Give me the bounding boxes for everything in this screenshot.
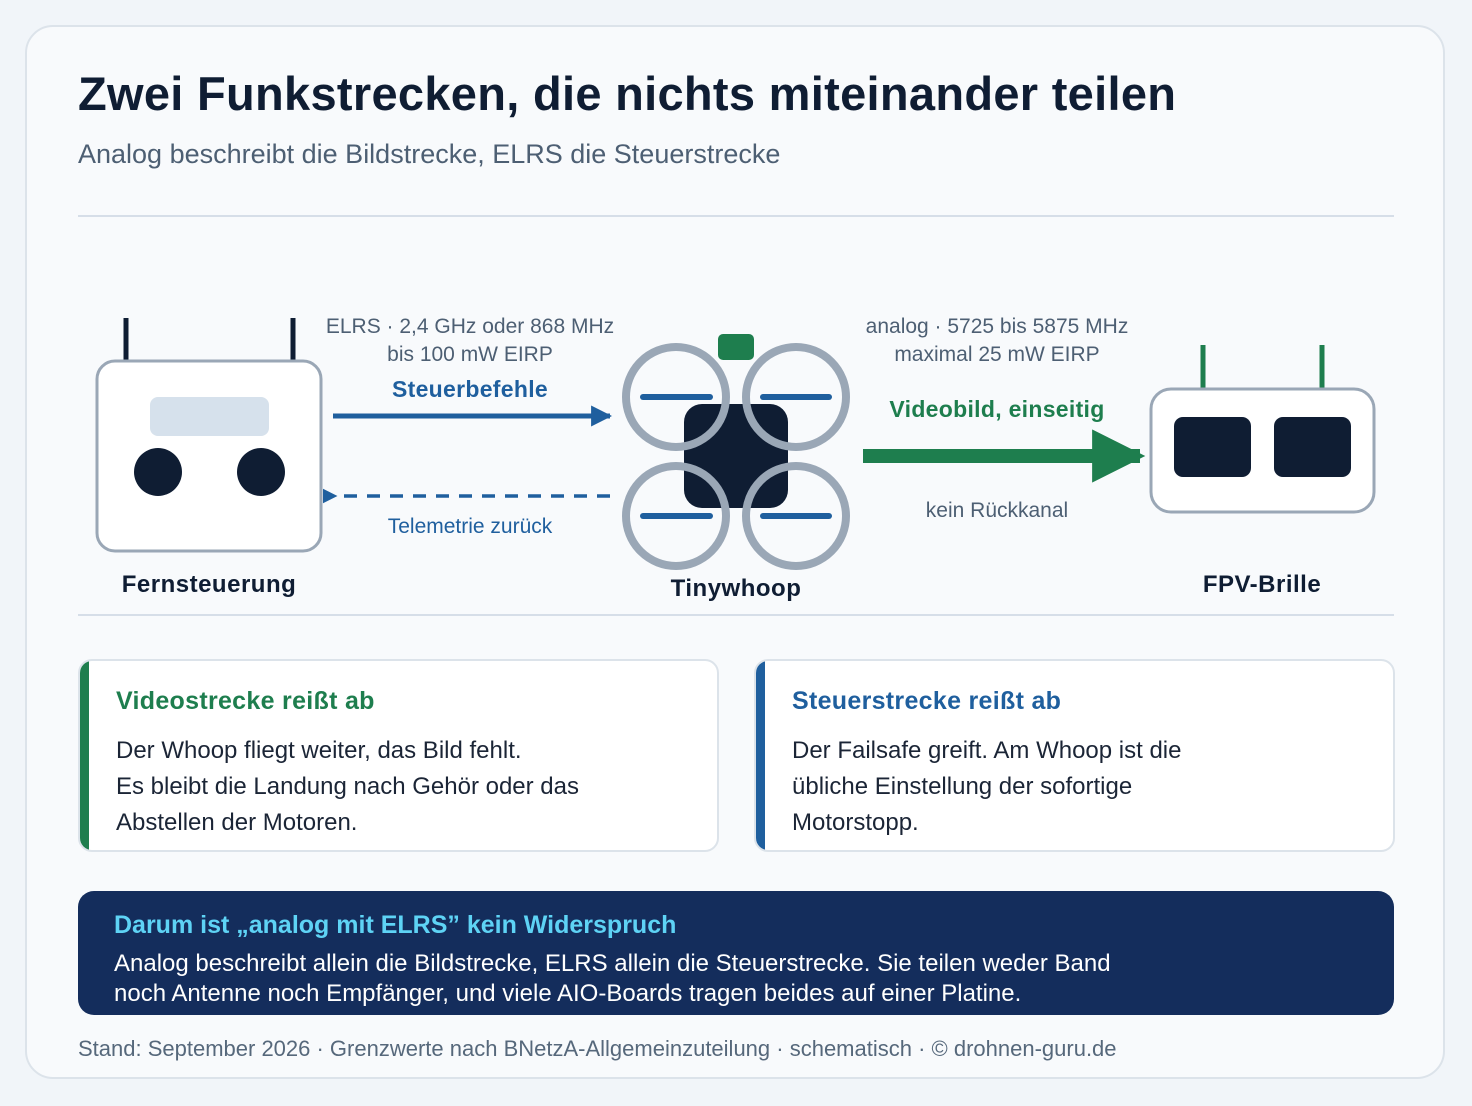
video-link-note: kein Rückkanal bbox=[926, 499, 1068, 522]
summary-line: Analog beschreibt allein die Bildstrecke… bbox=[114, 950, 1111, 977]
page-title: Zwei Funkstrecken, die nichts miteinande… bbox=[78, 67, 1177, 120]
divider-middle bbox=[78, 614, 1394, 616]
video-failure-line: Es bleibt die Landung nach Gehör oder da… bbox=[116, 773, 579, 800]
goggles-icon bbox=[1149, 345, 1376, 514]
video-failure-box: Videostrecke reißt ab Der Whoop fliegt w… bbox=[78, 659, 719, 852]
control-failure-line: Motorstopp. bbox=[792, 809, 919, 836]
control-accent-bar bbox=[756, 661, 765, 850]
goggles-label: FPV-Brille bbox=[1203, 571, 1321, 598]
video-accent-bar bbox=[80, 661, 89, 850]
telemetry-label: Telemetrie zurück bbox=[388, 515, 553, 538]
control-link-spec-2: bis 100 mW EIRP bbox=[387, 343, 553, 366]
control-failure-text: Der Failsafe greift. Am Whoop ist die üb… bbox=[792, 733, 1181, 841]
radio-links-diagram: Fernsteuerung ELRS · 2,4 GHz oder 868 MH… bbox=[95, 315, 1376, 602]
control-failure-line: übliche Einstellung der sofortige bbox=[792, 773, 1133, 800]
summary-line: noch Antenne noch Empfänger, und viele A… bbox=[114, 980, 1022, 1007]
summary-panel: Darum ist „analog mit ELRS” kein Widersp… bbox=[78, 891, 1394, 1015]
control-failure-box: Steuerstrecke reißt ab Der Failsafe grei… bbox=[754, 659, 1395, 852]
remote-controller-icon bbox=[95, 318, 323, 553]
summary-title: Darum ist „analog mit ELRS” kein Widersp… bbox=[114, 911, 677, 939]
drone-icon bbox=[622, 334, 850, 570]
video-link-spec-2: maximal 25 mW EIRP bbox=[894, 343, 1099, 366]
divider-top bbox=[78, 215, 1394, 217]
video-failure-line: Der Whoop fliegt weiter, das Bild fehlt. bbox=[116, 737, 522, 764]
video-failure-text: Der Whoop fliegt weiter, das Bild fehlt.… bbox=[116, 733, 579, 841]
summary-text: Analog beschreibt allein die Bildstrecke… bbox=[114, 949, 1111, 1009]
control-link-spec-1: ELRS · 2,4 GHz oder 868 MHz bbox=[326, 315, 614, 338]
remote-label: Fernsteuerung bbox=[122, 571, 297, 598]
page-subtitle: Analog beschreibt die Bildstrecke, ELRS … bbox=[78, 139, 781, 169]
footer-note: Stand: September 2026 · Grenzwerte nach … bbox=[78, 1036, 1117, 1061]
control-failure-line: Der Failsafe greift. Am Whoop ist die bbox=[792, 737, 1182, 764]
video-link-label: Videobild, einseitig bbox=[889, 396, 1104, 422]
control-failure-title: Steuerstrecke reißt ab bbox=[792, 687, 1062, 715]
video-link-spec-1: analog · 5725 bis 5875 MHz bbox=[866, 315, 1129, 338]
drone-label: Tinywhoop bbox=[671, 575, 802, 602]
video-failure-line: Abstellen der Motoren. bbox=[116, 809, 358, 836]
control-link-label: Steuerbefehle bbox=[392, 376, 548, 402]
video-failure-title: Videostrecke reißt ab bbox=[116, 687, 375, 715]
